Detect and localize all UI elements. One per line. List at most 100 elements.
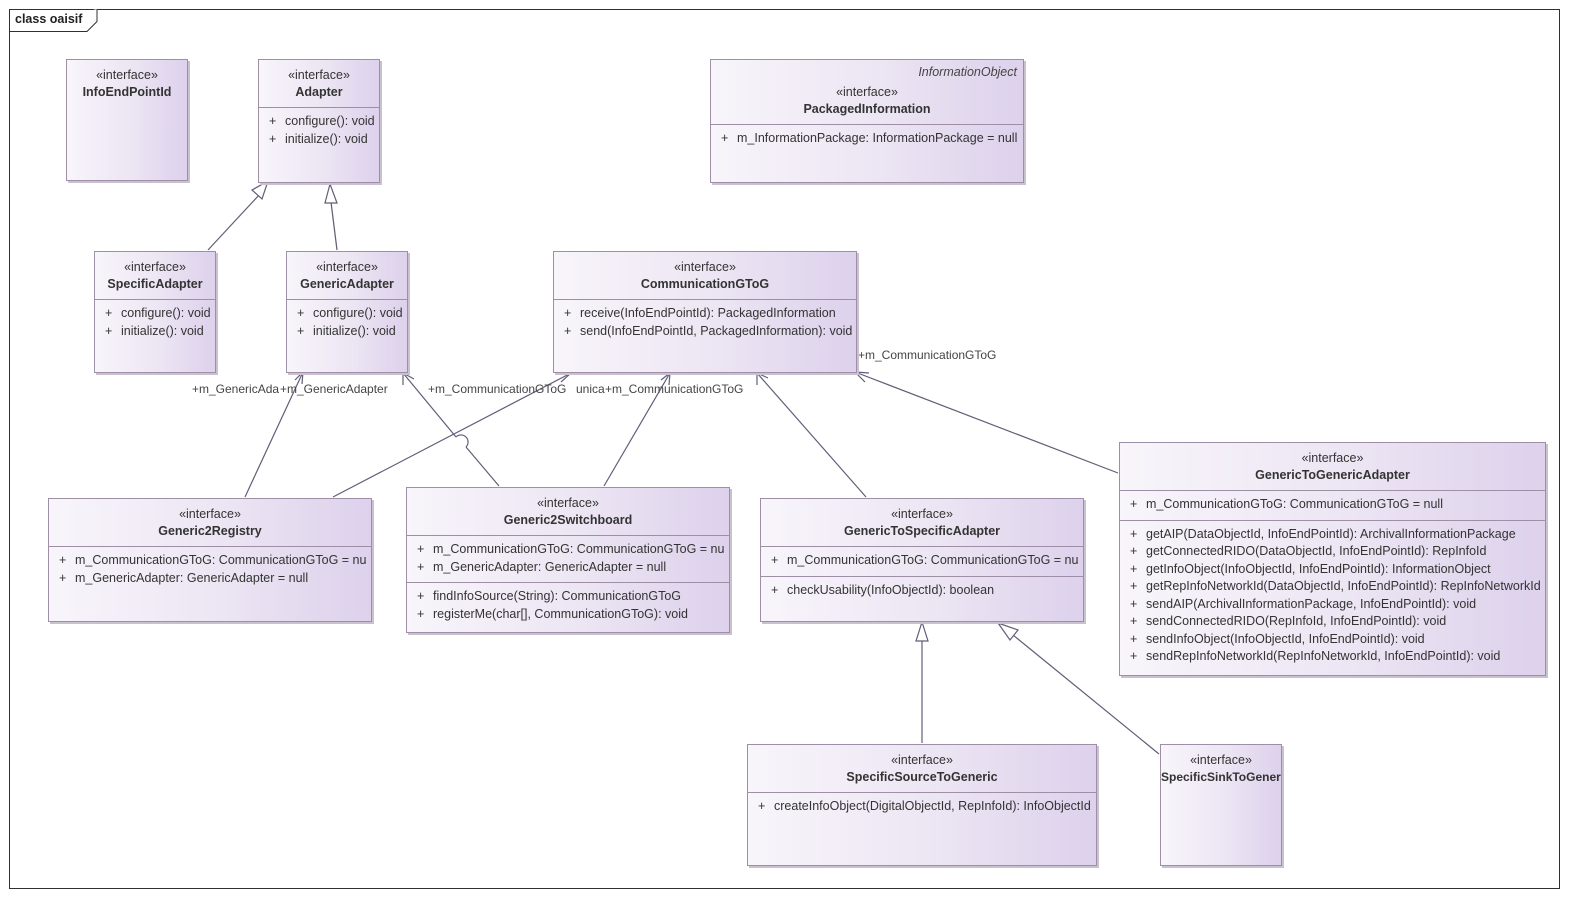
operation-row[interactable]: +getInfoObject(InfoObjectId, InfoEndPoin… xyxy=(1124,561,1541,579)
operation-row[interactable]: + initialize(): void xyxy=(291,323,403,341)
attribute-row[interactable]: +m_CommunicationGToG: CommunicationGToG … xyxy=(53,552,367,570)
class-specificadapter[interactable]: «interface» SpecificAdapter +configure()… xyxy=(94,251,216,373)
operation-row[interactable]: +configure(): void xyxy=(99,305,211,323)
operation-row[interactable]: +configure(): void xyxy=(263,113,375,131)
class-name: GenericToSpecificAdapter xyxy=(843,524,1001,538)
attribute-row[interactable]: +m_GenericAdapter: GenericAdapter = null xyxy=(411,559,725,577)
attributes-compartment: +m_InformationPackage: InformationPackag… xyxy=(711,124,1023,154)
stereotype-label: «interface» xyxy=(316,260,378,274)
generalization-specificsource-generictospecific[interactable] xyxy=(915,620,929,743)
operation-row[interactable]: + getAIP(DataObjectId, InfoEndPointId): A… xyxy=(1124,526,1541,544)
attribute-row[interactable]: +m_InformationPackage: InformationPackag… xyxy=(715,130,1019,148)
operations-compartment: + getAIP(DataObjectId, InfoEndPointId): A… xyxy=(1120,519,1545,672)
class-generic2switchboard[interactable]: «interface» Generic2Switchboard +m_Commu… xyxy=(406,487,730,633)
operation-text: initialize(): void xyxy=(285,131,368,146)
operation-row[interactable]: +findInfoSource(String): CommunicationGT… xyxy=(411,588,725,606)
visibility-marker: + xyxy=(59,553,67,567)
operation-row[interactable]: +checkUsability(InfoObjectId): boolean xyxy=(765,582,1079,600)
attribute-row[interactable]: +m_CommunicationGToG: CommunicationGToG … xyxy=(411,541,725,559)
operations-compartment: + findInfoSource(String): CommunicationGT… xyxy=(407,582,729,629)
visibility-marker: + xyxy=(564,306,572,320)
class-generictospecificadapter[interactable]: «interface» GenericToSpecificAdapter +m_… xyxy=(760,498,1084,622)
association-generictospecific-communicationgtog[interactable] xyxy=(756,372,867,498)
operation-text: sendInfoObject(InfoObjectId, InfoEndPoin… xyxy=(1146,631,1425,646)
visibility-marker: + xyxy=(59,570,67,585)
class-adapter[interactable]: «interface» Adapter +configure(): void +… xyxy=(258,59,380,183)
operation-text: getInfoObject(InfoObjectId, InfoEndPoint… xyxy=(1146,561,1491,576)
generalization-specificadapter-adapter[interactable] xyxy=(207,179,270,251)
stereotype-label: «interface» xyxy=(891,507,953,521)
operation-row[interactable]: +getConnectedRIDO(DataObjectId, InfoEndP… xyxy=(1124,543,1541,561)
operation-row[interactable]: +sendConnectedRIDO(RepInfoId, InfoEndPoi… xyxy=(1124,613,1541,631)
operation-row[interactable]: +sendAIP(ArchivalInformationPackage, Inf… xyxy=(1124,596,1541,614)
attribute-row[interactable]: +m_CommunicationGToG: CommunicationGToG … xyxy=(765,552,1079,570)
class-name: GenericToGenericAdapter xyxy=(1255,468,1410,482)
visibility-marker: + xyxy=(771,582,779,597)
operation-text: createInfoObject(DigitalObjectId, RepInf… xyxy=(774,799,1091,813)
visibility-marker: + xyxy=(1130,649,1138,663)
class-packagedinformation[interactable]: InformationObject «interface» PackagedIn… xyxy=(710,59,1024,183)
stereotype-label: «interface» xyxy=(836,85,898,99)
operation-text: registerMe(char[], CommunicationGToG): v… xyxy=(433,606,688,621)
stereotype-label: «interface» xyxy=(124,260,186,274)
role-switchboard-communicationgtog: +m_CommunicationGToG xyxy=(605,382,744,396)
operation-row[interactable]: +sendRepInfoNetworkId(RepInfoNetworkId, … xyxy=(1124,648,1541,666)
diagram-title: class oaisif xyxy=(15,12,83,26)
class-genericadapter[interactable]: «interface» GenericAdapter +configure():… xyxy=(286,251,408,373)
generalization-genericadapter-adapter[interactable] xyxy=(324,182,338,251)
stereotype-label: «interface» xyxy=(1301,451,1364,465)
association-switchboard-genericadapter[interactable] xyxy=(402,371,500,487)
operation-row[interactable]: +configure(): void xyxy=(291,305,403,323)
attribute-text: m_CommunicationGToG: CommunicationGToG =… xyxy=(787,553,1079,567)
operations-compartment: +configure(): void +initialize(): void xyxy=(259,107,379,154)
operation-row[interactable]: +initialize(): void xyxy=(263,131,375,149)
association-generictogeneric-communicationgtog[interactable] xyxy=(853,371,1119,474)
class-specificsourcetogeneric[interactable]: «interface» SpecificSourceToGeneric +cre… xyxy=(747,744,1097,866)
visibility-marker: + xyxy=(417,606,425,621)
visibility-marker: + xyxy=(564,323,572,338)
class-communicationgtog[interactable]: «interface» CommunicationGToG +receive(I… xyxy=(553,251,857,373)
attribute-row[interactable]: +m_CommunicationGToG: CommunicationGToG … xyxy=(1124,496,1541,514)
diagram-frame xyxy=(9,9,1560,889)
operation-row[interactable]: +getRepInfoNetworkId(DataObjectId, InfoE… xyxy=(1124,578,1541,596)
class-header: «interface» InfoEndPointId xyxy=(67,60,187,107)
association-switchboard-communicationgtog[interactable] xyxy=(603,371,671,487)
class-name: Generic2Registry xyxy=(158,524,262,538)
stereotype-label: «interface» xyxy=(96,68,158,82)
visibility-marker: + xyxy=(105,306,113,320)
class-generictogenericadapter[interactable]: «interface» GenericToGenericAdapter +m_C… xyxy=(1119,442,1546,676)
operation-row[interactable]: +createInfoObject(DigitalObjectId, RepIn… xyxy=(752,798,1092,816)
class-generic2registry[interactable]: «interface» Generic2Registry +m_Communic… xyxy=(48,498,372,622)
operation-row[interactable]: + registerMe(char[], CommunicationGToG): … xyxy=(411,606,725,624)
visibility-marker: + xyxy=(1130,497,1138,511)
class-header: «interface» SpecificAdapter xyxy=(95,252,215,299)
class-name: SpecificSourceToGeneric xyxy=(846,770,998,784)
operation-text: getAIP(DataObjectId, InfoEndPointId): Ar… xyxy=(1146,526,1516,541)
role-registry-communicationgtog: +m_CommunicationGToG xyxy=(428,382,567,396)
attribute-text: m_CommunicationGToG: CommunicationGToG =… xyxy=(433,542,725,556)
association-registry-communicationgtog[interactable] xyxy=(332,372,573,498)
visibility-marker: + xyxy=(297,323,305,338)
class-infoendpointid[interactable]: «interface» InfoEndPointId xyxy=(66,59,188,181)
class-specificsinktogeneric[interactable]: «interface» SpecificSinkToGeneric xyxy=(1160,744,1282,866)
operation-row[interactable]: +sendInfoObject(InfoObjectId, InfoEndPoi… xyxy=(1124,631,1541,649)
attribute-row[interactable]: +m_GenericAdapter: GenericAdapter = null xyxy=(53,570,367,588)
operation-row[interactable]: + send(InfoEndPointId, PackagedInformatio… xyxy=(558,323,852,341)
class-name: Generic2Switchboard xyxy=(503,513,633,527)
operation-row[interactable]: +initialize(): void xyxy=(99,323,211,341)
class-header: «interface» GenericToGenericAdapter xyxy=(1120,443,1545,490)
operation-row[interactable]: +receive(InfoEndPointId): PackagedInform… xyxy=(558,305,852,323)
visibility-marker: + xyxy=(1130,526,1138,541)
visibility-marker: + xyxy=(1130,596,1138,611)
visibility-marker: + xyxy=(105,323,113,338)
operation-text: findInfoSource(String): CommunicationGTo… xyxy=(433,589,682,603)
operation-text: sendConnectedRIDO(RepInfoId, InfoEndPoin… xyxy=(1146,614,1447,628)
class-name: InfoEndPointId xyxy=(82,85,172,99)
operation-text: send(InfoEndPointId, PackagedInformation… xyxy=(580,323,852,338)
class-name: GenericAdapter xyxy=(300,277,394,291)
generalization-specificsink-generictospecific[interactable] xyxy=(996,621,1160,755)
class-header: «interface» SpecificSourceToGeneric xyxy=(748,745,1096,792)
operation-text: initialize(): void xyxy=(313,323,396,338)
class-name: Adapter xyxy=(295,85,343,99)
